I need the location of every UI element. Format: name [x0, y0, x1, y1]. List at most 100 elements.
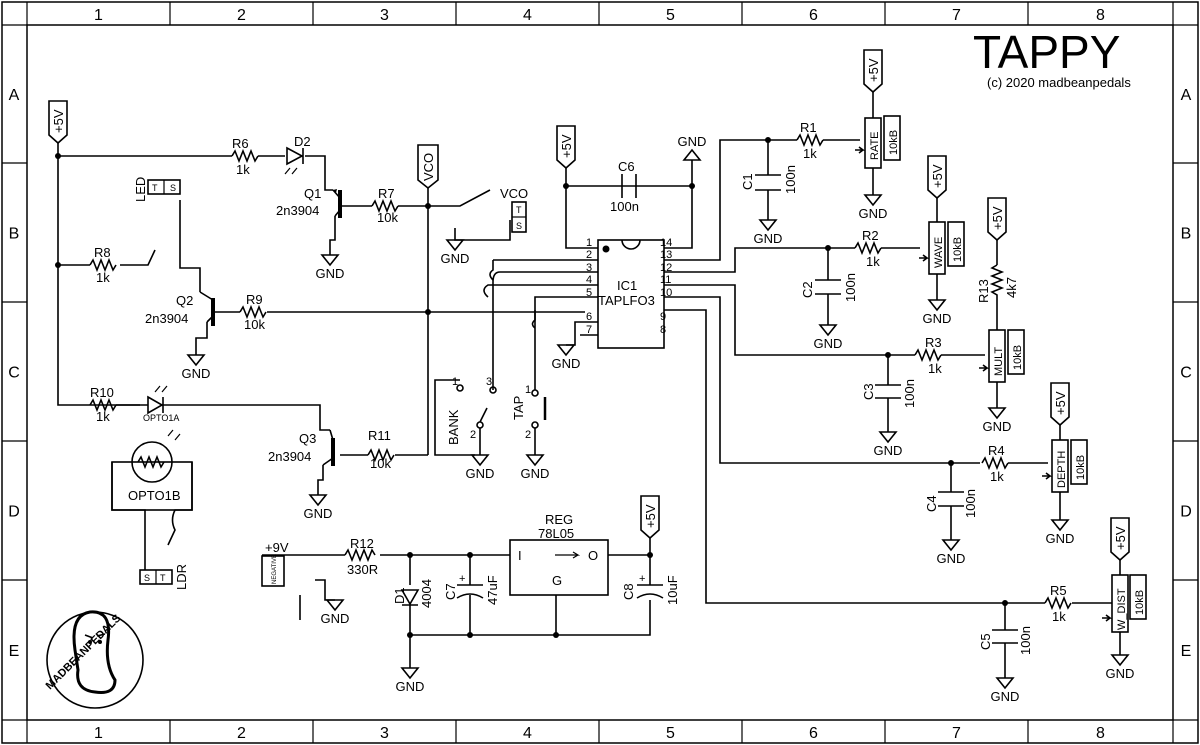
svg-text:T: T	[152, 183, 158, 193]
svg-text:11: 11	[660, 274, 671, 286]
svg-text:1k: 1k	[96, 270, 110, 285]
svg-text:12: 12	[660, 262, 672, 274]
svg-text:R7: R7	[378, 186, 395, 201]
svg-text:GND: GND	[466, 466, 495, 481]
resistor-r3: R3 1k	[914, 335, 942, 376]
svg-text:3: 3	[486, 376, 492, 388]
svg-text:+5V: +5V	[990, 206, 1005, 230]
svg-text:2n3904: 2n3904	[268, 449, 311, 464]
resistor-r7: R7 10k	[371, 186, 399, 225]
frame-col-label: 6	[809, 7, 818, 24]
svg-text:GND: GND	[182, 366, 211, 381]
svg-text:S: S	[170, 183, 176, 193]
frame-col-label: 4	[523, 725, 532, 742]
capacitor-c4: C4 100n	[924, 489, 978, 518]
svg-text:GND: GND	[937, 551, 966, 566]
svg-text:10: 10	[660, 287, 672, 299]
svg-text:R5: R5	[1050, 583, 1067, 598]
resistor-r5: R5 1k	[1044, 583, 1072, 624]
svg-text:R4: R4	[988, 443, 1005, 458]
svg-text:4004: 4004	[419, 579, 434, 608]
svg-text:10k: 10k	[370, 456, 391, 471]
frame-row-label: B	[9, 226, 20, 243]
diode-d1: D1 4004	[392, 579, 434, 608]
gnd-symbol: GND	[874, 431, 902, 458]
capacitor-c6: C6 100n	[610, 159, 639, 214]
svg-text:GND: GND	[983, 419, 1012, 434]
transistor-q3: Q3 2n3904	[268, 429, 335, 466]
frame-row-label: E	[1181, 643, 1192, 660]
resistor-r12: R12 330R	[344, 536, 378, 577]
gnd-symbol: GND	[182, 354, 211, 381]
svg-text:O: O	[588, 548, 598, 563]
svg-text:C3: C3	[861, 383, 876, 400]
svg-text:2: 2	[586, 249, 592, 261]
svg-text:1k: 1k	[928, 361, 942, 376]
gnd-symbol: GND	[552, 344, 580, 371]
resistor-r8: R8 1k	[89, 245, 117, 285]
svg-text:NEGATIVE: NEGATIVE	[272, 554, 278, 584]
gnd-symbol: GND	[321, 599, 350, 626]
resistor-r13: R13 4k7	[976, 264, 1019, 305]
svg-text:10kB: 10kB	[952, 237, 964, 262]
svg-text:6: 6	[586, 311, 592, 323]
svg-text:S: S	[144, 573, 150, 583]
svg-text:100n: 100n	[610, 199, 639, 214]
frame-row-label: D	[8, 504, 20, 521]
svg-text:1k: 1k	[990, 469, 1004, 484]
frame-col-label: 5	[666, 725, 675, 742]
svg-text:9: 9	[660, 311, 666, 323]
svg-text:3: 3	[586, 262, 592, 274]
gnd-symbol: GND	[937, 539, 966, 566]
svg-text:C6: C6	[618, 159, 635, 174]
plus5v-symbol: +5V	[927, 155, 947, 200]
svg-text:GND: GND	[441, 251, 470, 266]
frame-row-label: C	[8, 365, 20, 382]
gnd-symbol: GND	[983, 407, 1012, 434]
svg-text:10kB: 10kB	[1012, 345, 1024, 370]
resistor-r6: R6 1k	[231, 136, 259, 177]
svg-text:VCO: VCO	[500, 186, 528, 201]
opto-ldr-opto1b: OPTO1B	[111, 429, 193, 511]
frame-col-label: 8	[1096, 7, 1105, 24]
gnd-symbol: GND	[396, 667, 424, 694]
svg-text:5: 5	[586, 287, 592, 299]
plus5v-symbol: +5V	[1110, 517, 1130, 562]
plus5v-symbol: +5V	[987, 197, 1007, 242]
svg-text:TAPLFO3: TAPLFO3	[598, 293, 655, 308]
svg-text:10uF: 10uF	[665, 575, 680, 605]
frame-col-label: 8	[1096, 725, 1105, 742]
frame-col-label: 3	[380, 7, 389, 24]
frame-col-label: 2	[237, 7, 246, 24]
svg-text:7: 7	[586, 324, 592, 336]
wires	[57, 92, 1121, 678]
frame-col-label: 2	[237, 725, 246, 742]
frame-col-label: 1	[94, 7, 103, 24]
svg-text:GND: GND	[923, 311, 952, 326]
svg-text:GND: GND	[304, 506, 333, 521]
svg-text:2: 2	[525, 429, 531, 441]
svg-text:MULT: MULT	[993, 347, 1005, 376]
pot-rate: RATE 10kB	[855, 115, 901, 169]
gnd-symbol: GND	[859, 194, 887, 221]
svg-text:100n: 100n	[1018, 626, 1033, 655]
svg-text:R12: R12	[350, 536, 374, 551]
svg-text:R6: R6	[232, 136, 249, 151]
svg-text:GND: GND	[321, 611, 350, 626]
regulator-78l05: I O G REG 78L05	[509, 512, 609, 596]
svg-text:LED: LED	[133, 177, 148, 202]
svg-text:C5: C5	[978, 633, 993, 650]
svg-text:+: +	[459, 573, 465, 585]
frame-row-label: A	[1181, 87, 1192, 104]
svg-text:REG: REG	[545, 512, 573, 527]
pot-mult: MULT 10kB	[979, 329, 1025, 383]
madbeanpedals-logo: MADBEANPEDALS	[44, 610, 144, 709]
svg-text:GND: GND	[1106, 666, 1135, 681]
svg-text:47uF: 47uF	[485, 575, 500, 605]
svg-text:2: 2	[470, 429, 476, 441]
svg-text:G: G	[552, 573, 562, 588]
svg-text:78L05: 78L05	[538, 526, 574, 541]
frame-col-label: 7	[952, 7, 961, 24]
copyright: (c) 2020 madbeanpedals	[987, 75, 1131, 90]
